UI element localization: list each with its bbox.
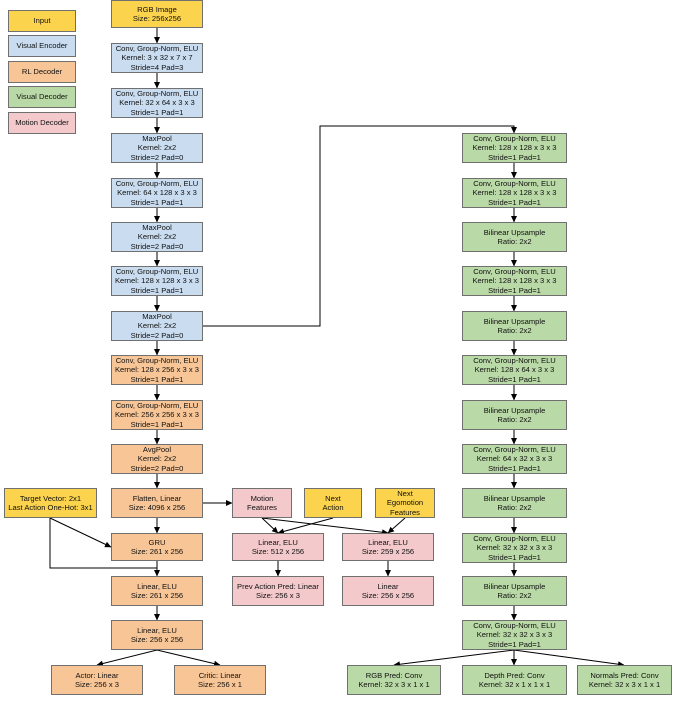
edge-vd12-normalspred: [513, 649, 625, 668]
target-vector-node: Target Vector: 2x1 Last Action One-Hot: …: [4, 488, 97, 518]
legend-rl-decoder: RL Decoder: [8, 61, 76, 83]
prev-action-pred-node: Prev Action Pred: Linear Size: 256 x 3: [232, 576, 324, 606]
legend-input: Input: [8, 10, 76, 32]
encoder-maxpool3-node: MaxPool Kernel: 2x2 Stride=2 Pad=0: [111, 311, 203, 341]
legend-visual-decoder: Visual Decoder: [8, 86, 76, 108]
vdec-upsample2-node: Bilinear Upsample Ratio: 2x2: [462, 311, 567, 341]
encoder-conv2-node: Conv, Group-Norm, ELU Kernel: 32 x 64 x …: [111, 88, 203, 118]
vdec-upsample3-node: Bilinear Upsample Ratio: 2x2: [462, 400, 567, 430]
legend-visual-encoder: Visual Encoder: [8, 35, 76, 57]
edge-nextego-md2: [387, 517, 406, 534]
vdec-upsample1-node: Bilinear Upsample Ratio: 2x2: [462, 222, 567, 252]
encoder-conv4-node: Conv, Group-Norm, ELU Kernel: 128 x 128 …: [111, 266, 203, 296]
encoder-maxpool1-node: MaxPool Kernel: 2x2 Stride=2 Pad=0: [111, 133, 203, 163]
vdec-conv4-node: Conv, Group-Norm, ELU Kernel: 128 x 64 x…: [462, 355, 567, 385]
encoder-conv3-node: Conv, Group-Norm, ELU Kernel: 64 x 128 x…: [111, 178, 203, 208]
rl-linear1-node: Linear, ELU Size: 261 x 256: [111, 576, 203, 606]
edge-rl6-actor: [96, 649, 158, 667]
actor-node: Actor: Linear Size: 256 x 3: [51, 665, 143, 695]
rl-conv1-node: Conv, Group-Norm, ELU Kernel: 128 x 256 …: [111, 355, 203, 385]
rgb-pred-node: RGB Pred: Conv Kernel: 32 x 3 x 1 x 1: [347, 665, 441, 695]
vdec-conv1-node: Conv, Group-Norm, ELU Kernel: 128 x 128 …: [462, 133, 567, 163]
vdec-conv7-node: Conv, Group-Norm, ELU Kernel: 32 x 32 x …: [462, 620, 567, 650]
vdec-upsample5-node: Bilinear Upsample Ratio: 2x2: [462, 576, 567, 606]
motion-linear3-node: Linear Size: 256 x 256: [342, 576, 434, 606]
rl-flatten-linear-node: Flatten, Linear Size: 4096 x 256: [111, 488, 203, 518]
vdec-conv5-node: Conv, Group-Norm, ELU Kernel: 64 x 32 x …: [462, 444, 567, 474]
edge-motionfeat-md2: [261, 517, 389, 536]
rgb-image-node: RGB Image Size: 256x256: [111, 0, 203, 28]
vdec-conv3-node: Conv, Group-Norm, ELU Kernel: 128 x 128 …: [462, 266, 567, 296]
normals-pred-node: Normals Pred: Conv Kernel: 32 x 3 x 1 x …: [577, 665, 672, 695]
encoder-conv1-node: Conv, Group-Norm, ELU Kernel: 3 x 32 x 7…: [111, 43, 203, 73]
edge-target-gru: [49, 517, 112, 548]
legend-motion-decoder: Motion Decoder: [8, 112, 76, 134]
edge-rl6-critic: [156, 649, 221, 667]
edge-target-bypass: [49, 518, 157, 569]
depth-pred-node: Depth Pred: Conv Kernel: 32 x 1 x 1 x 1: [462, 665, 567, 695]
motion-linear1-node: Linear, ELU Size: 512 x 256: [232, 533, 324, 561]
edge-enc7-vd1: [203, 125, 517, 327]
next-egomotion-node: Next Egomotion Features: [375, 488, 435, 518]
motion-linear2-node: Linear, ELU Size: 259 x 256: [342, 533, 434, 561]
gru-node: GRU Size: 261 x 256: [111, 533, 203, 561]
encoder-maxpool2-node: MaxPool Kernel: 2x2 Stride=2 Pad=0: [111, 222, 203, 252]
edge-vd12-rgbpred: [393, 649, 515, 668]
vdec-conv2-node: Conv, Group-Norm, ELU Kernel: 128 x 128 …: [462, 178, 567, 208]
vdec-upsample4-node: Bilinear Upsample Ratio: 2x2: [462, 488, 567, 518]
edge-nextaction-md1: [277, 517, 334, 535]
next-action-node: Next Action: [304, 488, 362, 518]
vdec-conv6-node: Conv, Group-Norm, ELU Kernel: 32 x 32 x …: [462, 533, 567, 563]
rl-avgpool-node: AvgPool Kernel: 2x2 Stride=2 Pad=0: [111, 444, 203, 474]
rl-linear2-node: Linear, ELU Size: 256 x 256: [111, 620, 203, 650]
motion-features-node: Motion Features: [232, 488, 292, 518]
edge-motionfeat-md1: [261, 517, 279, 534]
rl-conv2-node: Conv, Group-Norm, ELU Kernel: 256 x 256 …: [111, 400, 203, 430]
critic-node: Critic: Linear Size: 256 x 1: [174, 665, 266, 695]
